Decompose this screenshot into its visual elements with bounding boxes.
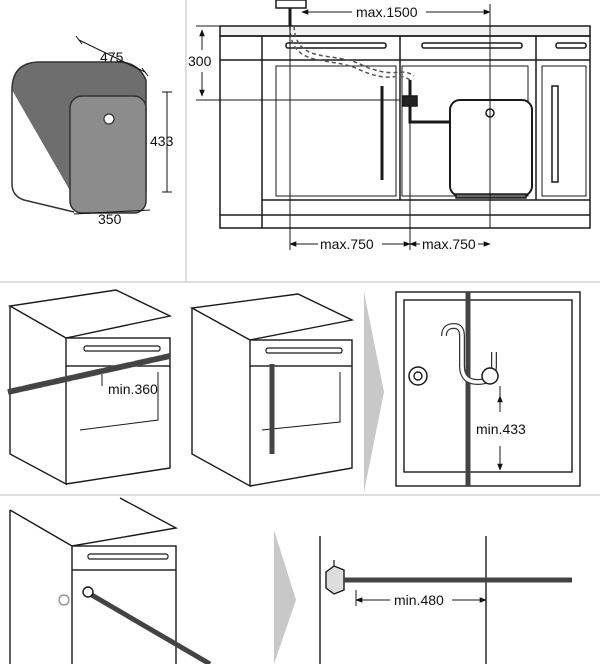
step-arrow-1 bbox=[364, 292, 384, 492]
drawer-handle-3 bbox=[555, 42, 587, 49]
step2-panel bbox=[189, 293, 355, 488]
unit-indicator-icon bbox=[103, 113, 115, 125]
depth-label: 475 bbox=[100, 49, 124, 65]
min-480-label: min.480 bbox=[394, 592, 444, 608]
drawer-handle-2 bbox=[421, 42, 523, 49]
step4-pipe bbox=[88, 591, 212, 664]
drawer-handle-1 bbox=[285, 42, 387, 49]
drain-outlet-icon bbox=[408, 366, 428, 386]
unit-dimensions-panel: 475 433 350 bbox=[11, 35, 174, 227]
height-label: 433 bbox=[150, 133, 174, 149]
max-750-right-label: max.750 bbox=[422, 236, 476, 252]
water-heater-unit bbox=[449, 99, 533, 197]
step4-panel bbox=[9, 497, 212, 664]
step4-drawer-handle bbox=[87, 553, 169, 560]
countertop bbox=[219, 25, 591, 37]
water-hose bbox=[289, 25, 411, 81]
depth-dim-line bbox=[78, 39, 146, 73]
step1-panel bbox=[7, 289, 173, 486]
cabinet-door-right bbox=[541, 65, 587, 197]
step5-valve-icon bbox=[325, 565, 345, 595]
angle-valve bbox=[402, 95, 418, 107]
height-300-label: 300 bbox=[188, 53, 212, 69]
step1-drawer-handle bbox=[83, 345, 161, 352]
step-arrow-2 bbox=[274, 530, 296, 664]
min-433-label: min.433 bbox=[476, 421, 526, 437]
width-dim-line bbox=[73, 209, 151, 215]
step3-panel bbox=[395, 291, 581, 487]
step2-drawer-handle bbox=[265, 347, 343, 354]
kitchen-install-panel bbox=[196, 0, 591, 250]
unit-front-face bbox=[69, 95, 147, 214]
width-label: 350 bbox=[98, 211, 122, 227]
cabinet-outer bbox=[219, 35, 591, 229]
max-1500-label: max.1500 bbox=[356, 4, 418, 20]
max-750-left-label: max.750 bbox=[320, 236, 374, 252]
cabinet-door-left bbox=[275, 65, 397, 197]
step5-panel bbox=[319, 536, 572, 664]
min-360-label: min.360 bbox=[108, 381, 158, 397]
step4-valve-icon bbox=[58, 594, 70, 606]
